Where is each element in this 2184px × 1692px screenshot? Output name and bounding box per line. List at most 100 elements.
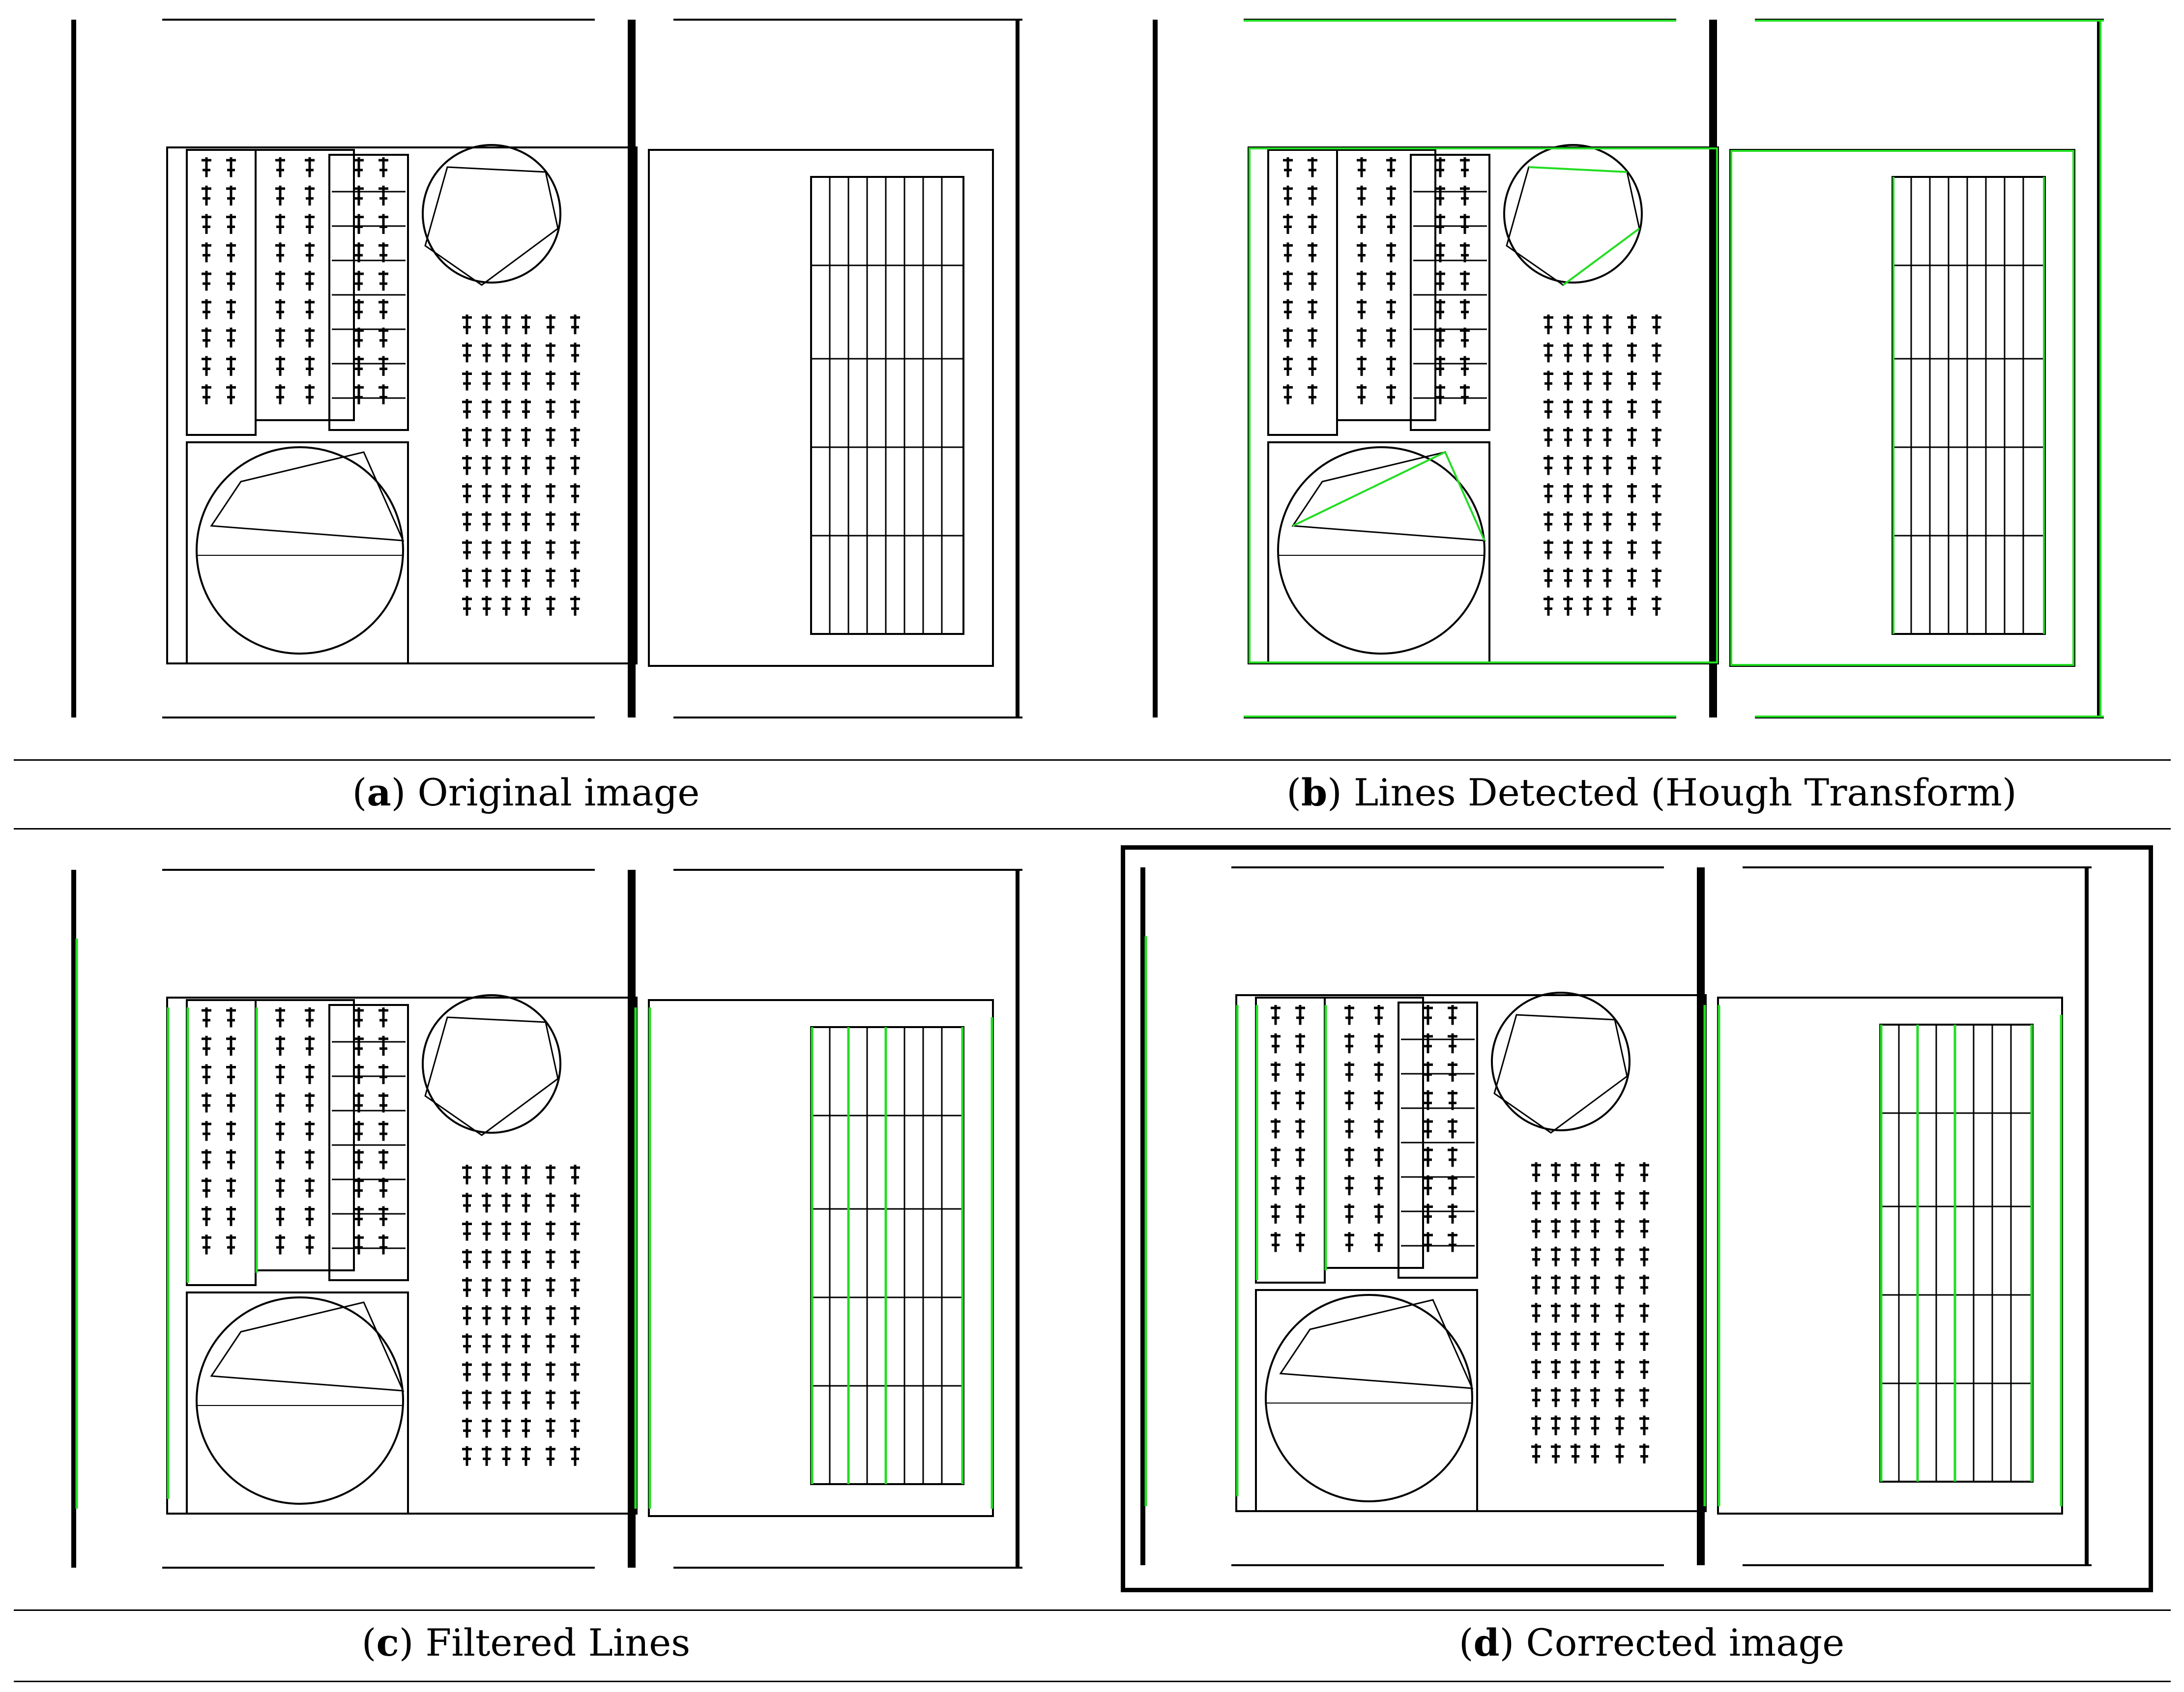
scanned-book-spread — [71, 869, 1022, 1569]
text-column-mark — [202, 1007, 211, 1255]
hough-detected-lines — [1244, 20, 2104, 717]
lower-figure-box — [186, 441, 409, 664]
upper-circle — [422, 144, 561, 284]
text-column-mark — [305, 157, 315, 404]
right-data-table — [810, 1026, 964, 1485]
inscribed-quadrilateral — [1279, 1299, 1474, 1389]
text-column-mark — [1563, 315, 1573, 616]
text-column-mark — [570, 1165, 580, 1466]
detected-line — [1528, 166, 1628, 173]
panel-b-lines-detected — [1145, 10, 2153, 732]
scanned-book-spread — [1140, 866, 2092, 1566]
caption-rule-bottom-2 — [14, 1681, 2171, 1682]
filtered-vertical-lines — [1144, 936, 2063, 1506]
inscribed-pentagon — [1506, 166, 1640, 286]
inscribed-quadrilateral — [210, 451, 405, 542]
value-column-box — [1410, 154, 1490, 431]
caption-c: (c) Filtered Lines — [361, 1621, 691, 1664]
caption-a: (a) Original image — [352, 771, 700, 814]
caption-b: (b) Lines Detected (Hough Transform) — [1286, 771, 2017, 814]
lower-circle — [1265, 1294, 1473, 1502]
left-column-box — [1255, 997, 1326, 1284]
lower-figure-box — [186, 1291, 409, 1515]
text-column-mark — [1435, 157, 1445, 404]
text-column-mark — [482, 315, 492, 616]
text-column-mark — [1627, 315, 1637, 616]
text-column-mark — [1615, 1162, 1625, 1463]
text-column-mark — [501, 1165, 511, 1466]
text-column-mark — [546, 1165, 555, 1466]
text-column-mark — [1448, 1005, 1457, 1252]
inscribed-pentagon — [1493, 1014, 1628, 1134]
text-column-mark — [1639, 1162, 1649, 1463]
text-column-mark — [1374, 1005, 1384, 1252]
text-column-mark — [226, 157, 236, 404]
text-column-mark — [379, 157, 388, 404]
left-page-frame — [1235, 994, 1707, 1512]
panel-c-filtered-lines — [64, 860, 1072, 1582]
text-column-mark — [1583, 315, 1593, 616]
caption-rule-top-1 — [14, 759, 2171, 761]
text-column-mark — [1602, 315, 1612, 616]
left-column-box — [186, 149, 257, 436]
panel-d-corrected-image — [1121, 845, 2153, 1592]
text-column-mark — [1386, 157, 1396, 404]
text-column-mark — [462, 315, 472, 616]
text-column-mark — [1271, 1005, 1281, 1252]
text-column-mark — [1344, 1005, 1354, 1252]
lower-circle — [196, 1296, 404, 1505]
value-column-box — [1398, 1002, 1478, 1279]
corrected-image-border — [1121, 845, 2153, 1592]
text-column-mark — [482, 1165, 492, 1466]
text-column-mark — [354, 157, 364, 404]
left-column-box — [1267, 149, 1338, 436]
text-column-mark — [1283, 157, 1293, 404]
text-column-mark — [1531, 1162, 1541, 1463]
lower-circle — [196, 446, 404, 655]
scanned-book-spread — [1153, 19, 2104, 718]
detected-line — [1562, 228, 1640, 286]
lower-circle — [1277, 446, 1485, 655]
inscribed-pentagon — [424, 1016, 559, 1136]
left-page-frame — [1248, 146, 1719, 664]
value-column-box — [328, 1004, 409, 1281]
text-column-mark — [501, 315, 511, 616]
filtered-vertical-lines — [75, 939, 993, 1509]
text-column-mark — [275, 1007, 285, 1255]
text-column-mark — [354, 1007, 364, 1255]
value-column-box — [328, 154, 409, 431]
upper-circle — [422, 994, 561, 1134]
text-column-mark — [546, 315, 555, 616]
text-column-mark — [305, 1007, 315, 1255]
name-column-box — [255, 149, 355, 421]
upper-circle — [1503, 144, 1643, 284]
text-column-mark — [275, 157, 285, 404]
panel-c-svg — [71, 869, 1022, 1569]
text-column-mark — [1308, 157, 1317, 404]
text-column-mark — [1423, 1005, 1433, 1252]
name-column-box — [1336, 149, 1436, 421]
text-column-mark — [1460, 157, 1470, 404]
text-column-mark — [379, 1007, 388, 1255]
right-data-table — [1892, 176, 2046, 635]
text-column-mark — [226, 1007, 236, 1255]
left-page-frame — [166, 146, 638, 664]
left-page-frame — [166, 997, 638, 1515]
text-column-mark — [1590, 1162, 1600, 1463]
left-column-box — [186, 999, 257, 1286]
detected-line — [1292, 451, 1446, 527]
text-column-mark — [1571, 1162, 1580, 1463]
lower-figure-box — [1255, 1289, 1478, 1512]
text-column-mark — [202, 157, 211, 404]
text-column-mark — [521, 1165, 531, 1466]
caption-rule-bottom-1 — [14, 828, 2171, 830]
text-column-mark — [1652, 315, 1661, 616]
inscribed-quadrilateral — [210, 1301, 405, 1392]
text-column-mark — [462, 1165, 472, 1466]
scanned-book-spread — [71, 19, 1022, 718]
detected-line — [1444, 452, 1485, 541]
panel-a-original-image — [64, 10, 1072, 732]
text-column-mark — [570, 315, 580, 616]
name-column-box — [1324, 997, 1424, 1269]
text-column-mark — [1551, 1162, 1561, 1463]
